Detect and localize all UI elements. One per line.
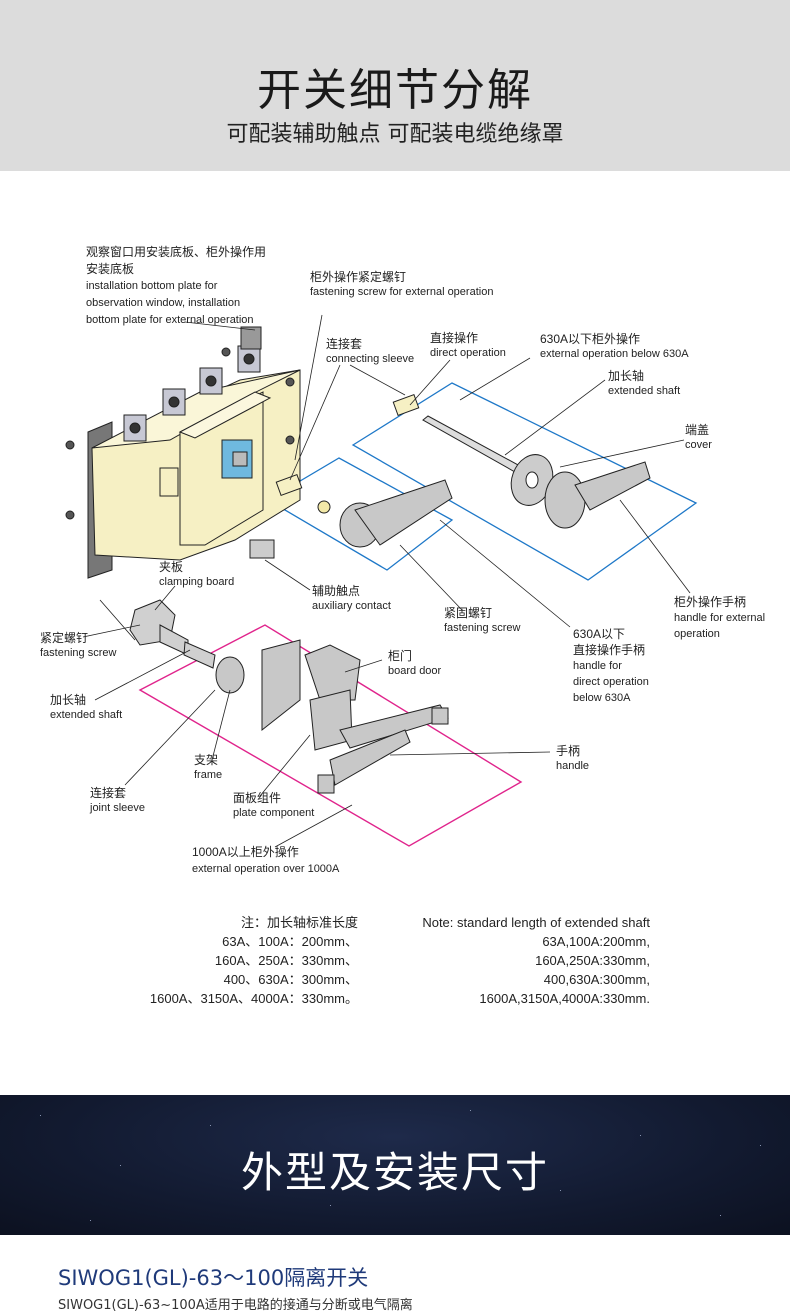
label-over-1000: 1000A以上柜外操作 external operation over 1000… bbox=[192, 845, 340, 875]
label-auxiliary-contact: 辅助触点 auxiliary contact bbox=[312, 584, 391, 612]
label-direct-operation: 直接操作 direct operation bbox=[430, 331, 506, 359]
extended-shaft-upper bbox=[422, 415, 521, 473]
blue-frame-direct bbox=[266, 457, 454, 571]
section-header: 开关细节分解 可配装辅助触点 可配装电缆绝缘罩 bbox=[0, 0, 790, 171]
gear-coupling bbox=[317, 500, 331, 514]
label-external-below-630: 630A以下柜外操作 external operation below 630A bbox=[540, 332, 689, 360]
section-title: 外型及安装尺寸 bbox=[240, 1148, 549, 1197]
diagram-drawing bbox=[65, 314, 698, 848]
direct-handle bbox=[339, 479, 453, 548]
label-direct-handle: 630A以下 直接操作手柄 handle for direct operatio… bbox=[573, 627, 649, 704]
over1000-assembly bbox=[215, 639, 449, 794]
leader-lines bbox=[82, 314, 691, 848]
label-extended-shaft-2: 加长轴 extended shaft bbox=[50, 693, 123, 721]
magenta-frame-over1000 bbox=[138, 624, 523, 847]
label-cover: 端盖 cover bbox=[685, 423, 712, 451]
label-fastening-screw-1: 紧定螺钉 fastening screw bbox=[40, 631, 117, 659]
page-subtitle: 可配装辅助触点 可配装电缆绝缘罩 bbox=[226, 122, 564, 147]
product-description: SIWOG1(GL)-63~100A适用于电路的接通与分断或电气隔离 bbox=[58, 1298, 413, 1313]
label-external-handle: 柜外操作手柄 handle for external operation bbox=[674, 595, 766, 640]
label-clamping-board: 夹板 clamping board bbox=[159, 560, 235, 588]
blue-frame-external-630 bbox=[351, 382, 698, 581]
label-ext-screw: 柜外操作紧定螺钉 fastening screw for external op… bbox=[310, 270, 494, 298]
switch-body bbox=[65, 326, 301, 579]
note-cn: 注：加长轴标准长度 63A、100A：200mm、 160A、250A：330m… bbox=[149, 915, 358, 1006]
label-fastening-screw-2: 紧固螺钉 fastening screw bbox=[444, 606, 521, 634]
page-title: 开关细节分解 bbox=[257, 65, 533, 116]
label-connecting-sleeve: 连接套 connecting sleeve bbox=[326, 337, 415, 365]
aux-contact-part bbox=[249, 539, 275, 559]
clamping-assembly bbox=[129, 599, 216, 669]
label-handle: 手柄 handle bbox=[556, 744, 590, 772]
label-frame: 支架 frame bbox=[194, 753, 223, 781]
label-board-door: 柜门 board door bbox=[388, 649, 442, 677]
label-install-plate: 观察窗口用安装底板、柜外操作用 安装底板 installation bottom… bbox=[86, 245, 267, 326]
section-banner: 外型及安装尺寸 bbox=[0, 1095, 790, 1235]
connecting-sleeve-lower bbox=[275, 474, 303, 496]
label-extended-shaft: 加长轴 extended shaft bbox=[608, 369, 681, 397]
label-plate-component: 面板组件 plate component bbox=[233, 791, 315, 819]
product-title: SIWOG1(GL)-63～100隔离开关 bbox=[58, 1266, 369, 1290]
label-joint-sleeve: 连接套 joint sleeve bbox=[90, 786, 146, 814]
external-handle bbox=[544, 461, 651, 529]
note-en: Note: standard length of extended shaft … bbox=[422, 915, 650, 1006]
connecting-sleeve-upper bbox=[392, 394, 420, 416]
exploded-diagram: 观察窗口用安装底板、柜外操作用 安装底板 installation bottom… bbox=[0, 171, 790, 1091]
